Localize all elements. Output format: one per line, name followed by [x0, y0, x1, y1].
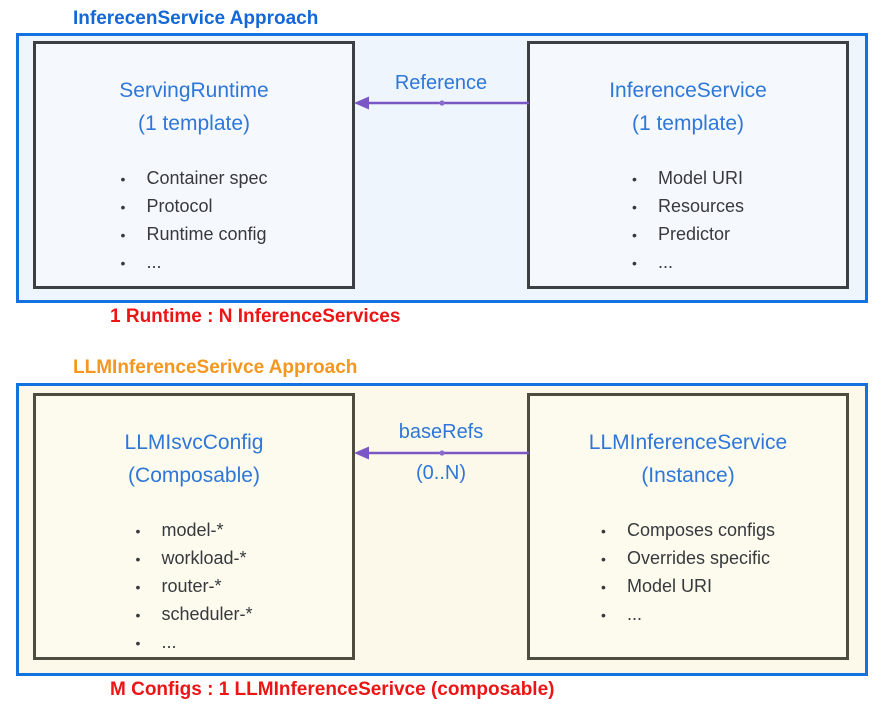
- card-title-line2: (1 template): [631, 112, 745, 135]
- card-title-line1: LLMIsvcConfig: [124, 431, 264, 454]
- list-item: router-*: [135, 573, 252, 601]
- baserefs-cardinality-label: (0..N): [416, 462, 466, 484]
- list-item-text: router-*: [161, 576, 222, 596]
- arrow-midpoint-dot: [439, 100, 445, 106]
- list-item-text: ...: [146, 252, 162, 272]
- list-item-text: workload-*: [161, 548, 247, 568]
- list-item-text: Protocol: [146, 196, 213, 216]
- list-item: Protocol: [120, 193, 267, 221]
- llmisvc-config-card-title: LLMIsvcConfig (Composable): [36, 426, 352, 492]
- card-title-line1: InferenceService: [609, 79, 767, 102]
- list-item-text: ...: [657, 252, 673, 272]
- list-item: ...: [135, 629, 252, 657]
- serving-runtime-card: ServingRuntime (1 template) Container sp…: [33, 41, 355, 289]
- list-item-text: model-*: [161, 520, 224, 540]
- serving-runtime-bullet-list: Container spec Protocol Runtime config .…: [120, 165, 267, 277]
- list-item-text: Composes configs: [626, 520, 776, 540]
- llm-inference-service-card-title: LLMInferenceService (Instance): [530, 426, 846, 492]
- list-item-text: Resources: [657, 196, 745, 216]
- list-item: Predictor: [632, 221, 744, 249]
- serving-runtime-card-title: ServingRuntime (1 template): [36, 74, 352, 140]
- list-item-text: Predictor: [657, 224, 730, 244]
- inference-service-card-title: InferenceService (1 template): [530, 74, 846, 140]
- list-item-text: Overrides specific: [626, 548, 770, 568]
- inference-service-card: InferenceService (1 template) Model URI …: [527, 41, 849, 289]
- list-item: ...: [632, 249, 744, 277]
- reference-arrow-label: Reference: [394, 72, 488, 94]
- llm-approach-title: LLMInferenceSerivce Approach: [73, 357, 358, 378]
- list-item: Resources: [632, 193, 744, 221]
- list-item: ...: [120, 249, 267, 277]
- card-title-line1: LLMInferenceService: [588, 431, 788, 454]
- inference-service-bullet-list: Model URI Resources Predictor ...: [632, 165, 744, 277]
- list-item: Runtime config: [120, 221, 267, 249]
- llm-inference-service-bullet-list: Composes configs Overrides specific Mode…: [601, 517, 775, 629]
- card-title-line2: (Instance): [641, 464, 735, 487]
- list-item: Model URI: [601, 573, 775, 601]
- list-item-text: ...: [161, 632, 177, 652]
- list-item-text: Container spec: [146, 168, 268, 188]
- list-item: ...: [601, 601, 775, 629]
- infer-approach-title: InferecenService Approach: [73, 8, 319, 29]
- baserefs-arrow-label: baseRefs: [398, 421, 484, 443]
- llm-relation-note: M Configs : 1 LLMInferenceSerivce (compo…: [110, 679, 555, 700]
- llm-inference-service-card: LLMInferenceService (Instance) Composes …: [527, 393, 849, 660]
- list-item: Model URI: [632, 165, 744, 193]
- infer-relation-note: 1 Runtime : N InferenceServices: [110, 306, 401, 327]
- list-item: Composes configs: [601, 517, 775, 545]
- llmisvc-config-card: LLMIsvcConfig (Composable) model-* workl…: [33, 393, 355, 660]
- llmisvc-config-bullet-list: model-* workload-* router-* scheduler-* …: [135, 517, 252, 657]
- list-item-text: Model URI: [626, 576, 712, 596]
- list-item-text: Runtime config: [146, 224, 267, 244]
- list-item: scheduler-*: [135, 601, 252, 629]
- list-item: workload-*: [135, 545, 252, 573]
- list-item-text: Model URI: [657, 168, 743, 188]
- arrowhead-icon: [354, 96, 369, 110]
- list-item-text: ...: [626, 604, 642, 624]
- reference-arrow-icon: [354, 96, 529, 110]
- card-title-line2: (1 template): [137, 112, 251, 135]
- baserefs-arrow-icon: [354, 446, 529, 460]
- list-item-text: scheduler-*: [161, 604, 253, 624]
- list-item: Overrides specific: [601, 545, 775, 573]
- list-item: model-*: [135, 517, 252, 545]
- list-item: Container spec: [120, 165, 267, 193]
- arrowhead-icon: [354, 446, 369, 460]
- card-title-line1: ServingRuntime: [119, 79, 269, 102]
- arrow-midpoint-dot: [439, 450, 445, 456]
- card-title-line2: (Composable): [128, 464, 260, 487]
